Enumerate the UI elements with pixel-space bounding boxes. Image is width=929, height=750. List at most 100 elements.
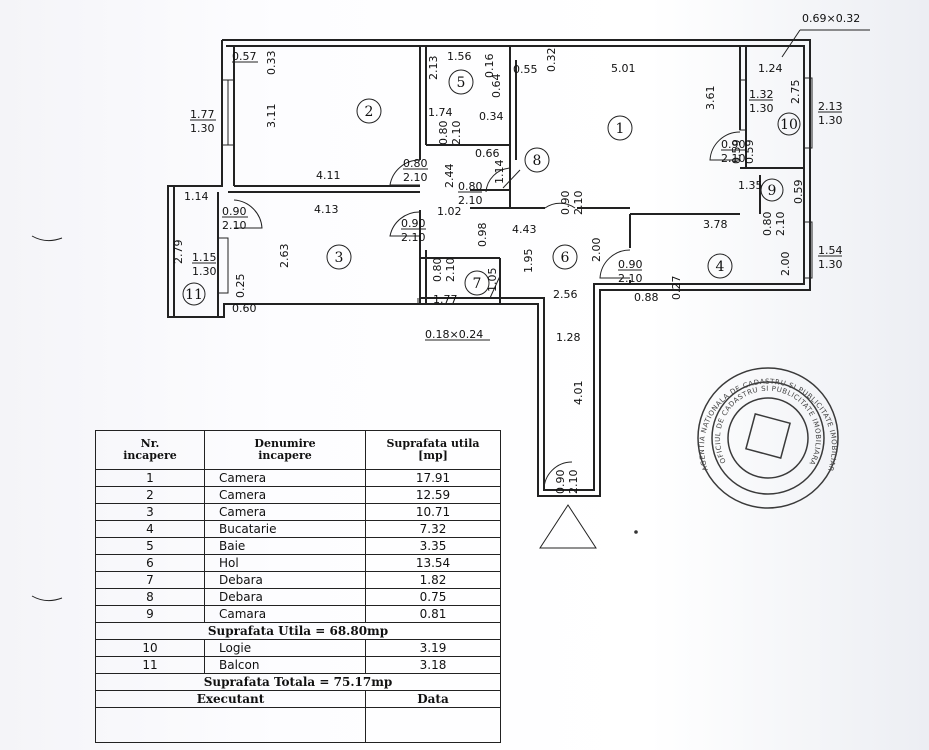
room-marker (356, 98, 382, 124)
table-cell-name: Debara (204, 571, 366, 589)
dim-label: 0.59 (792, 180, 805, 205)
dim-label: 1.32 (749, 88, 774, 101)
dimension-labels: 0.69×0.32 1.77 1.30 1.15 1.30 2.13 1.30 … (172, 12, 860, 405)
door-label: 2.10 (401, 231, 426, 244)
door-label: 2.10 (567, 470, 580, 495)
room-marker (707, 253, 733, 279)
table-cell-name: Camera (204, 486, 366, 504)
table-cell-area: 3.19 (365, 639, 501, 657)
header-text: Denumire incapere (254, 437, 316, 462)
dim-label: 1.77 (433, 293, 458, 306)
table-cell-name: Hol (204, 554, 366, 572)
dim-label: 2.56 (553, 288, 578, 301)
table-cell-area: 10.71 (365, 503, 501, 521)
leader-line (781, 29, 801, 58)
dim-label: 0.59 (743, 140, 756, 165)
room-marker (326, 244, 352, 270)
table-cell-area: 7.32 (365, 520, 501, 538)
door-label: 2.10 (403, 171, 428, 184)
dim-label: 4.11 (316, 169, 341, 182)
table-cell-nr: 8 (95, 588, 205, 606)
room-number: 11 (185, 287, 203, 303)
table-row: Suprafata Totala = 75.17mp (95, 673, 501, 691)
windows (217, 77, 813, 294)
door-label: 2.10 (450, 121, 463, 146)
date-cell (365, 707, 501, 743)
header-text: Suprafata utila [mp] (386, 437, 480, 462)
dim-label: 0.59 (730, 140, 743, 165)
table-cell-name: Camera (204, 469, 366, 487)
dim-label: 2.13 (818, 100, 843, 113)
table-cell-area: 1.82 (365, 571, 501, 589)
dim-label: 0.60 (232, 302, 257, 315)
door-label: 0.80 (458, 180, 483, 193)
margin-mark (31, 595, 63, 602)
dim-label: 0.18×0.24 (425, 328, 483, 341)
dim-label: 1.30 (749, 102, 774, 115)
north-arrow-icon (539, 504, 597, 549)
dim-label: 1.74 (428, 106, 453, 119)
dim-label: 1.30 (190, 122, 215, 135)
dim-label: 2.13 (427, 56, 440, 81)
table-cell-name: Baie (204, 537, 366, 555)
room-marker (182, 282, 206, 306)
table-row: Suprafata Utila = 68.80mp (95, 622, 501, 640)
dim-label: 1.24 (758, 62, 783, 75)
dim-label: 1.28 (556, 331, 581, 344)
table-cell-nr: 9 (95, 605, 205, 623)
room-marker (777, 112, 801, 136)
dim-label: 1.77 (190, 108, 215, 121)
dim-label: 0.16 (483, 54, 496, 79)
area-table: Nr. incapere Denumire incapere Suprafata… (95, 430, 501, 743)
table-cell-area: 3.35 (365, 537, 501, 555)
subtotal-row: Suprafata Utila = 68.80mp (95, 622, 501, 640)
dim-label: 0.27 (670, 276, 683, 301)
door-label: 2.10 (774, 212, 787, 237)
table-cell-area: 0.81 (365, 605, 501, 623)
table-cell-nr: 5 (95, 537, 205, 555)
header-name: Denumire incapere (204, 430, 366, 470)
table-cell-nr: 1 (95, 469, 205, 487)
door-labels: 0.80 2.10 0.90 2.10 0.90 2.10 0.80 2.10 … (222, 121, 787, 495)
door-label: 2.10 (444, 258, 457, 283)
dim-label: 1.05 (486, 268, 499, 293)
dim-label: 0.55 (513, 63, 538, 76)
dim-label: 0.88 (634, 291, 659, 304)
dim-label: 3.78 (703, 218, 728, 231)
dim-label: 1.14 (493, 160, 506, 185)
table-header-row: Nr. incapere Denumire incapere Suprafata… (95, 430, 501, 470)
dim-label: 4.43 (512, 223, 537, 236)
table-cell-nr: 10 (95, 639, 205, 657)
table-cell-name: Debara (204, 588, 366, 606)
dim-label: 0.32 (545, 48, 558, 73)
table-cell-nr: 7 (95, 571, 205, 589)
dim-label: 0.66 (475, 147, 500, 160)
table-cell-name: Bucatarie (204, 520, 366, 538)
leader-line (489, 275, 501, 299)
dim-label: 1.30 (818, 114, 843, 127)
dim-label: 1.14 (184, 190, 209, 203)
leader-line (502, 169, 521, 189)
table-cell-nr: 4 (95, 520, 205, 538)
table-cell-name: Camara (204, 605, 366, 623)
margin-mark (31, 235, 63, 242)
table-cell-area: 17.91 (365, 469, 501, 487)
dim-label: 1.02 (437, 205, 462, 218)
table-cell-nr: 2 (95, 486, 205, 504)
table-cell-nr: 6 (95, 554, 205, 572)
door-label: 0.80 (761, 212, 774, 237)
dim-label: 1.30 (192, 265, 217, 278)
door-label: 2.10 (572, 191, 585, 216)
executant-label: Executant (95, 690, 366, 708)
door-label: 0.90 (559, 191, 572, 216)
dim-label: 2.63 (278, 244, 291, 269)
room-number: 7 (473, 276, 482, 292)
